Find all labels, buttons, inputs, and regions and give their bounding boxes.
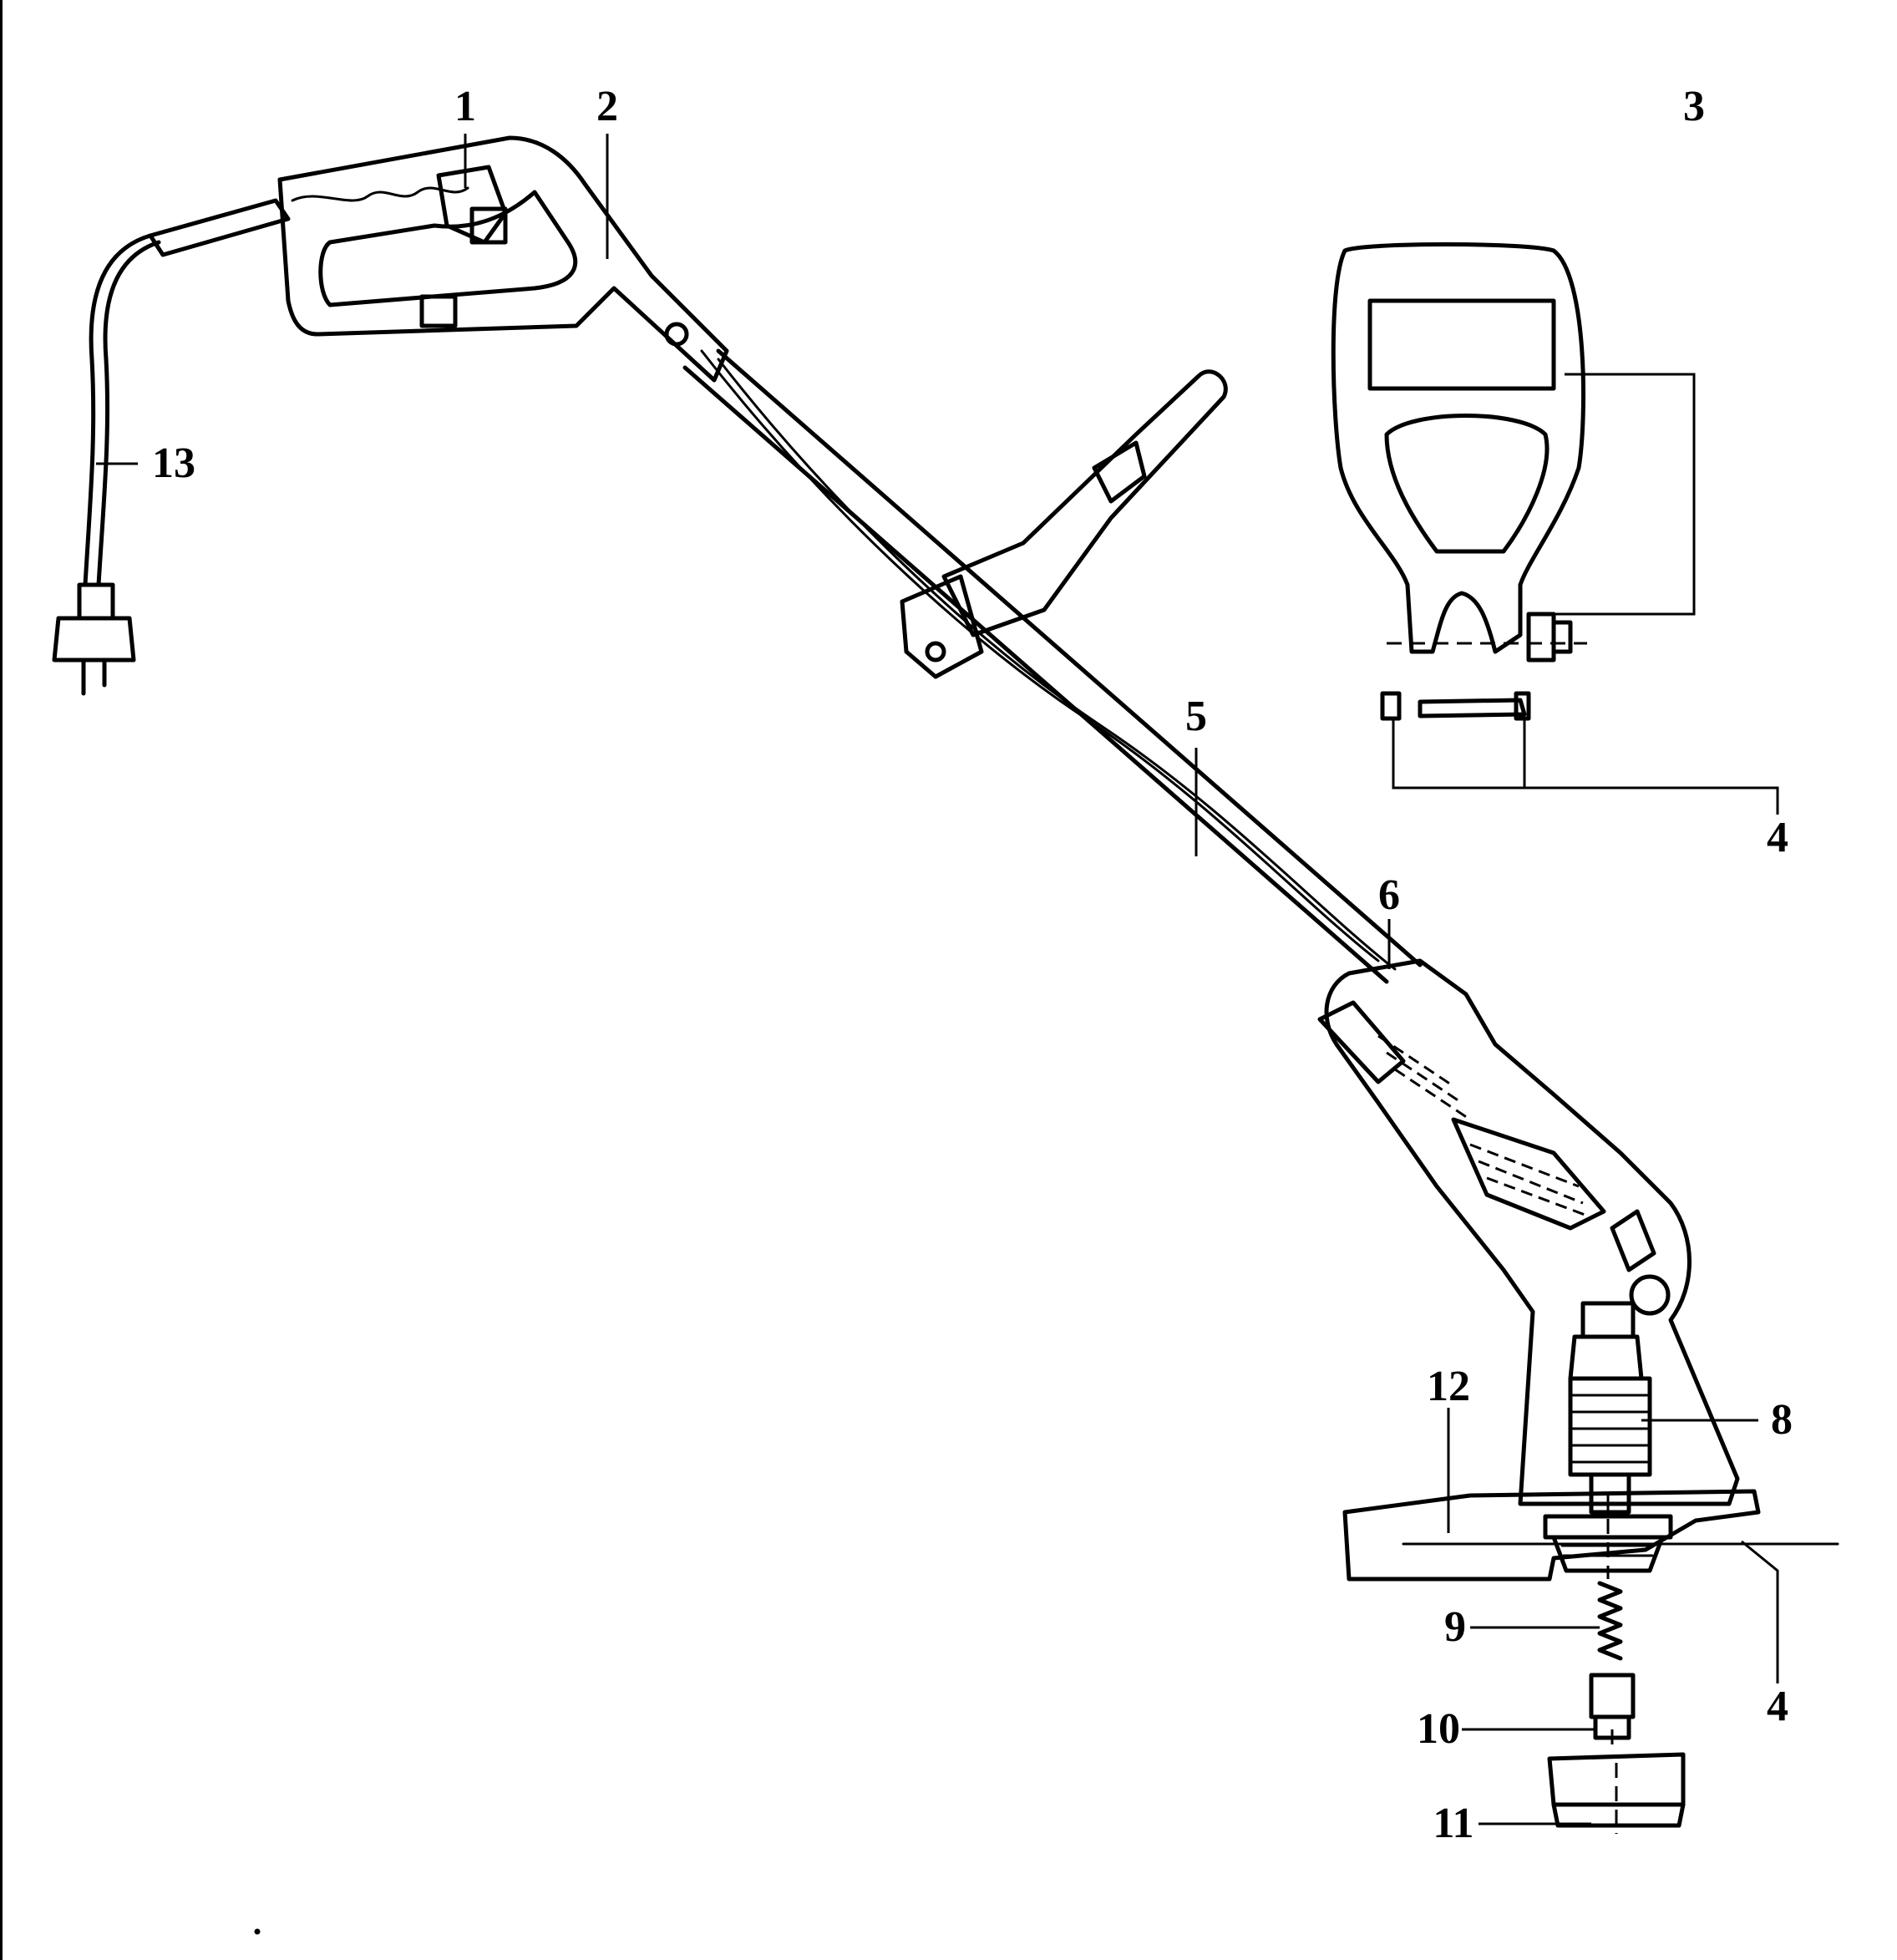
plug (52, 582, 136, 696)
callout-5: 5 (1185, 693, 1207, 740)
spring (1597, 1581, 1623, 1661)
callout-9: 9 (1444, 1603, 1466, 1651)
power-cord (83, 198, 291, 587)
callout-4-upper: 4 (1767, 814, 1788, 861)
callout-2: 2 (596, 83, 618, 130)
nut-and-pin (1380, 691, 1531, 721)
callout-3: 3 (1683, 83, 1705, 130)
callout-4-lower: 4 (1767, 1683, 1788, 1730)
rear-handle-housing (277, 135, 729, 383)
callout-13: 13 (152, 439, 195, 487)
spool (1589, 1673, 1636, 1750)
guard-handle (1331, 242, 1586, 663)
leader-lines (96, 134, 1779, 1825)
callout-10: 10 (1417, 1705, 1460, 1753)
switch (436, 165, 508, 245)
callout-8: 8 (1771, 1396, 1793, 1444)
page-left-border (0, 0, 3, 1960)
callout-11: 11 (1433, 1800, 1474, 1847)
shaft (682, 348, 1423, 984)
callout-1: 1 (454, 83, 476, 130)
spool-cap (1547, 1752, 1686, 1834)
corner-mark (254, 1928, 261, 1935)
motor (1568, 1301, 1652, 1515)
front-handle (900, 369, 1228, 679)
callout-12: 12 (1427, 1363, 1470, 1410)
spool-holder (1543, 1495, 1673, 1579)
callout-6: 6 (1378, 871, 1400, 919)
motor-housing (1317, 958, 1740, 1506)
